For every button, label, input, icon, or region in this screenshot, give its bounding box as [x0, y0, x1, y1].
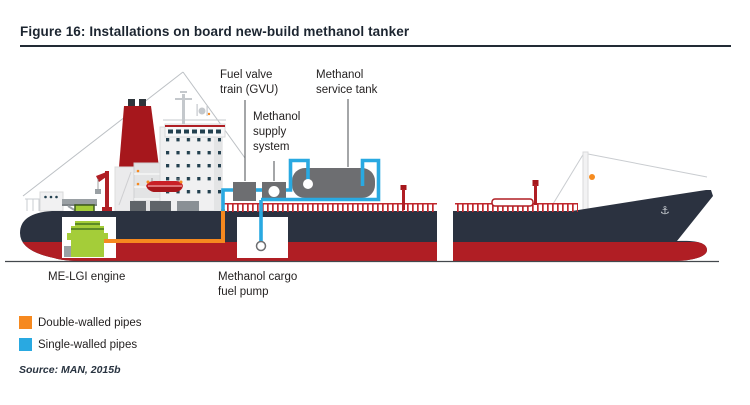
- legend: Double-walled pipes Single-walled pipes: [19, 316, 142, 360]
- single-walled-pipes: [221, 158, 381, 243]
- hose-crane: [95, 171, 112, 211]
- deck-equipment: [233, 168, 375, 201]
- main-mast: [175, 91, 211, 124]
- label-me-lgi-engine: ME-LGI engine: [48, 271, 126, 283]
- mast-light-icon: [207, 112, 211, 116]
- bow-mast-light-icon: [589, 174, 595, 180]
- bridge-deck: [163, 119, 226, 138]
- fore-deck-hatch: [491, 198, 534, 207]
- double-walled-pipe: [104, 209, 225, 243]
- life-ring-icon: [136, 182, 140, 186]
- fuel-valve-train-unit: [233, 182, 256, 201]
- fore-deck-mast: [532, 180, 539, 205]
- aft-rigging-lines: [22, 71, 246, 197]
- life-ring-icon: [136, 169, 140, 173]
- aft-deck-railing: [222, 203, 437, 212]
- label-pointer-lines: [244, 99, 349, 181]
- legend-label-single-walled: Single-walled pipes: [38, 338, 138, 351]
- label-methanol-supply-system: Methanol supply system: [253, 111, 301, 153]
- title-rule: [20, 45, 731, 47]
- double-walled-swatch-icon: [19, 316, 32, 329]
- stern-deckhouse: [39, 191, 64, 212]
- aft-deck-mast: [400, 185, 407, 210]
- aft-ship-section: [20, 71, 437, 261]
- legend-row-double-walled: Double-walled pipes: [19, 316, 142, 329]
- pipe-supply-to-tank: [286, 158, 310, 192]
- fore-hull-red-band: [453, 242, 713, 261]
- label-methanol-service-tank: Methanol service tank: [316, 69, 378, 96]
- cargo-fuel-pump: [255, 240, 267, 252]
- funnel: [119, 99, 159, 167]
- tank-port: [303, 179, 313, 189]
- methanol-service-tank: [292, 168, 375, 198]
- supply-system-port: [268, 186, 280, 197]
- pipe-gvu-to-deck: [221, 188, 233, 211]
- me-lgi-engine: [64, 221, 108, 257]
- label-methanol-cargo-fuel-pump: Methanol cargo fuel pump: [218, 271, 298, 298]
- pipe-deck-to-tank-right: [261, 158, 381, 202]
- legend-row-single-walled: Single-walled pipes: [19, 338, 142, 351]
- label-fuel-valve-train: Fuel valve train (GVU): [220, 69, 279, 96]
- deck-vents: [130, 201, 199, 211]
- stern-railing: [25, 198, 41, 211]
- legend-label-double-walled: Double-walled pipes: [38, 316, 142, 329]
- anchor-icon: ⚓: [660, 204, 670, 217]
- superstructure: [114, 91, 226, 212]
- aft-hull-red-band: [20, 242, 437, 261]
- fore-ship-section: ⚓: [453, 151, 713, 261]
- source-note: Source: MAN, 2015b: [19, 364, 121, 376]
- single-walled-swatch-icon: [19, 338, 32, 351]
- figure-title: Figure 16: Installations on board new-bu…: [20, 24, 410, 39]
- lifeboat: [146, 178, 183, 192]
